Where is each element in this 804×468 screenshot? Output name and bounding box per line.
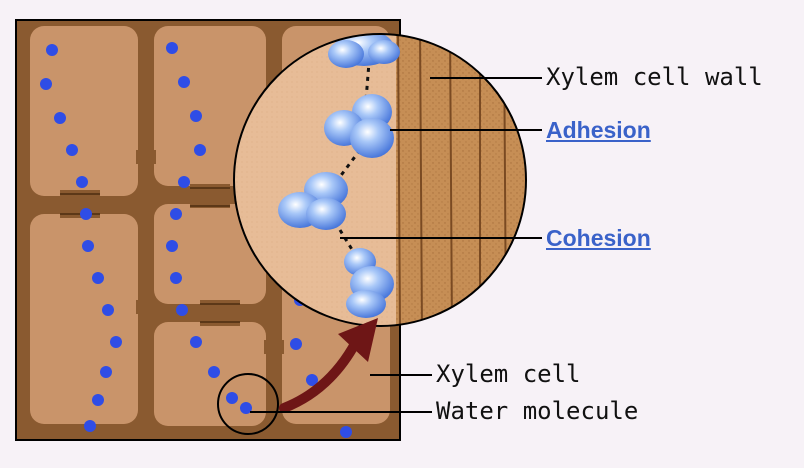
label-water-molecule: Water molecule <box>436 397 639 425</box>
water-molecule-cluster <box>328 34 400 68</box>
magnify-arrow <box>279 318 378 413</box>
label-xylem-cell-wall: Xylem cell wall <box>546 63 763 91</box>
link-adhesion[interactable]: Adhesion <box>546 117 651 143</box>
label-xylem-cell: Xylem cell <box>436 360 581 388</box>
magnified-view <box>234 34 526 326</box>
water-molecule-cluster <box>278 172 348 230</box>
link-cohesion[interactable]: Cohesion <box>546 225 651 251</box>
water-molecule-cluster <box>324 94 394 158</box>
water-molecule-highlight <box>217 373 279 435</box>
water-molecule-cluster <box>344 248 394 318</box>
leader-lines <box>250 77 542 413</box>
